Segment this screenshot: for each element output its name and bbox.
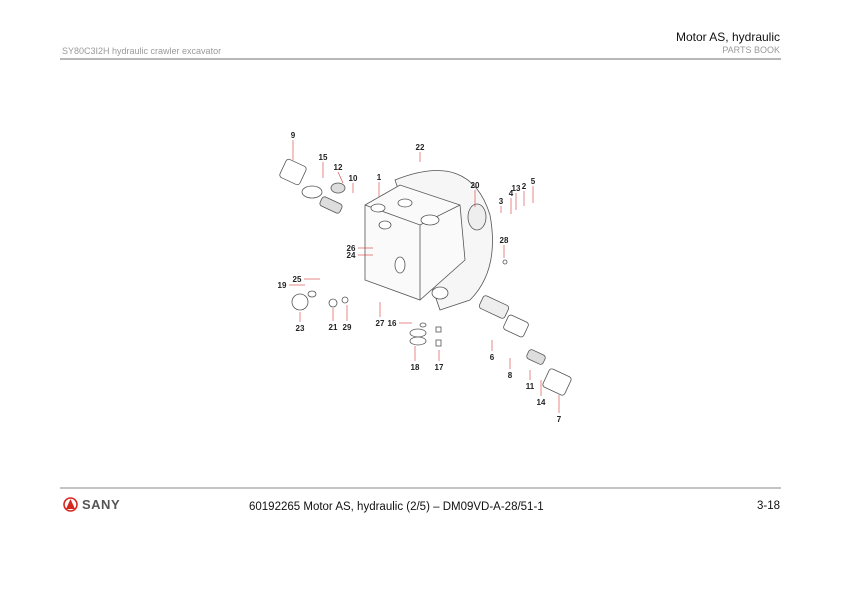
parts-book-label: PARTS BOOK	[722, 45, 780, 55]
callout-18: 18	[411, 363, 420, 372]
callout-5: 5	[531, 177, 536, 186]
callout-1: 1	[377, 173, 382, 182]
motor-housing-drawing	[279, 158, 572, 396]
callout-24: 24	[347, 251, 356, 260]
callout-21: 21	[329, 323, 338, 332]
callout-3: 3	[499, 197, 504, 206]
callout-25: 25	[293, 275, 302, 284]
section-title: Motor AS, hydraulic	[675, 30, 780, 44]
callout-10: 10	[349, 174, 358, 183]
callout-17: 17	[435, 363, 444, 372]
callout-29: 29	[343, 323, 352, 332]
callout-8: 8	[508, 371, 513, 380]
callout-14: 14	[537, 398, 546, 407]
header-divider	[60, 58, 781, 60]
callout-16: 16	[388, 319, 397, 328]
callout-23: 23	[296, 324, 305, 333]
machine-model: SY80C3I2H hydraulic crawler excavator	[62, 46, 222, 56]
callout-2: 2	[522, 182, 527, 191]
callout-27: 27	[376, 319, 385, 328]
callout-4: 4	[509, 189, 514, 198]
footer-divider	[60, 487, 781, 489]
callout-19: 19	[278, 281, 287, 290]
callout-9: 9	[291, 131, 296, 140]
callout-28: 28	[500, 236, 509, 245]
callout-6: 6	[490, 353, 495, 362]
page-number: 3-18	[756, 500, 780, 512]
callout-12: 12	[334, 163, 343, 172]
callout-26: 26	[347, 244, 356, 253]
callout-7: 7	[557, 415, 562, 424]
callout-15: 15	[319, 153, 328, 162]
sany-logo: SANY	[62, 497, 120, 512]
figure-caption: 60192265 Motor AS, hydraulic (2/5) – DM0…	[249, 501, 544, 513]
callout-13: 13	[512, 184, 521, 193]
callout-leader-12	[337, 171, 344, 184]
callout-22: 22	[416, 143, 425, 152]
callout-11: 11	[526, 382, 535, 391]
sany-logo-icon	[63, 497, 78, 512]
callout-20: 20	[471, 181, 480, 190]
logo-text: SANY	[82, 497, 121, 512]
